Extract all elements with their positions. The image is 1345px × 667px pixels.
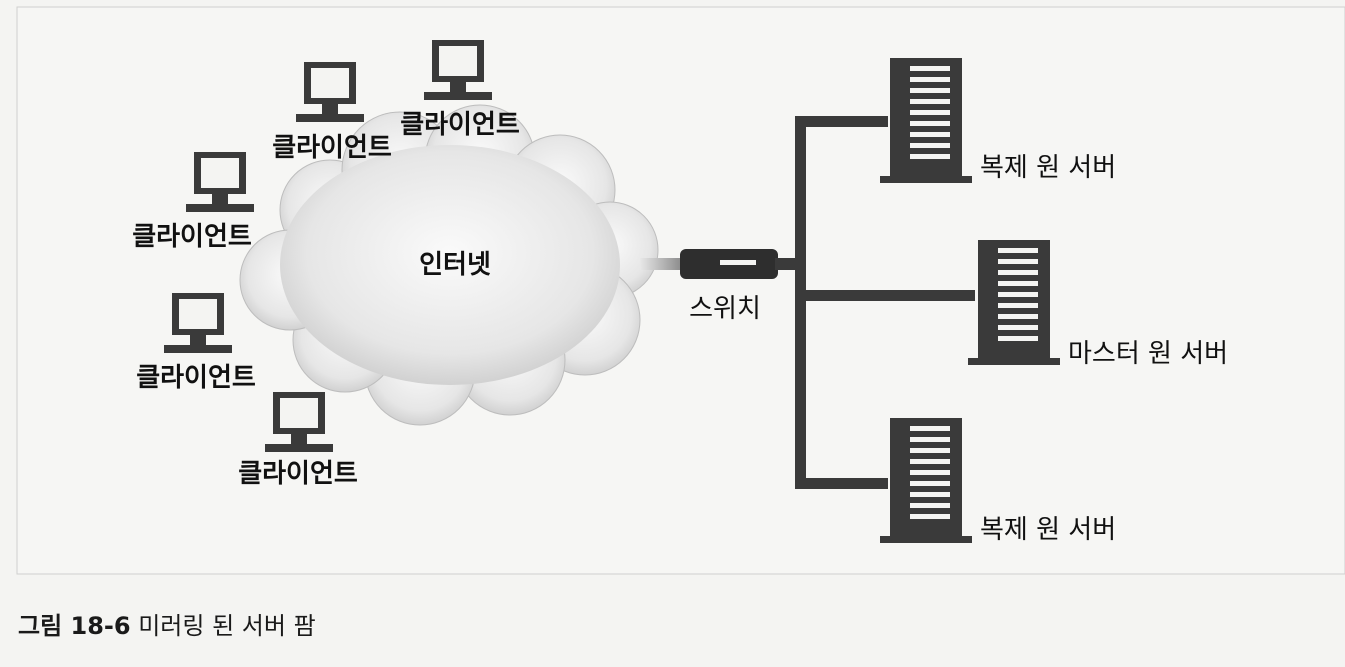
client-label: 클라이언트 [238,459,358,489]
master-server-icon [968,240,1060,365]
server-label-bottom: 복제 원 서버 [980,515,1116,545]
client-label: 클라이언트 [272,133,392,163]
figure-frame [16,6,1345,575]
figure-caption-text: 미러링 된 서버 팜 [138,612,316,640]
switch-label: 스위치 [689,294,761,324]
server-label-master: 마스터 원 서버 [1068,339,1228,369]
replica-server-bottom-icon [880,418,972,543]
server-label-top: 복제 원 서버 [980,153,1116,183]
client-label: 클라이언트 [132,222,252,252]
internet-cloud: 인터넷 [239,104,659,426]
internet-cable [640,258,682,270]
switch-device: 스위치 [680,249,797,324]
client-label: 클라이언트 [400,110,520,140]
cloud-label: 인터넷 [419,250,491,280]
client-label: 클라이언트 [136,363,256,393]
figure-number: 그림 18-6 [18,612,131,640]
figure-caption: 그림 18-6 미러링 된 서버 팜 [18,606,316,641]
replica-server-top-icon [880,58,972,183]
server-network-bus [795,116,975,489]
